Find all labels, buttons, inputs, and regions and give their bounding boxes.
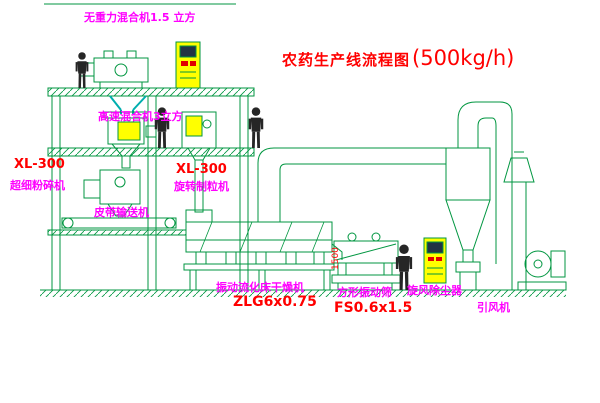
label-sieve-name: 方形振动筛	[337, 286, 392, 299]
gravity-mixer	[79, 50, 149, 88]
induced-draft-fan	[517, 250, 567, 291]
control-cabinet-right	[423, 237, 447, 284]
label-fan-name: 引风机	[477, 301, 510, 314]
vibrating-sieve	[331, 232, 401, 290]
label-dryer-name: 振动流化床干燥机	[216, 281, 304, 294]
label-high-speed-mixer: 高速混合机3立方	[98, 110, 183, 123]
exhaust-duct	[457, 101, 513, 264]
label-mill-name: 超细粉碎机	[10, 179, 65, 192]
label-mill-model: XL-300	[14, 157, 65, 172]
title-text: 农药生产线流程图	[282, 51, 411, 69]
worker-figure-top	[75, 52, 89, 88]
label-dryer-model: ZLG6x0.75	[233, 294, 317, 310]
label-granulator-name: 旋转制粒机	[174, 180, 229, 193]
label-granulator-model: XL-300	[176, 162, 227, 177]
dimension-1500: 1500	[331, 247, 341, 270]
ultrafine-mill	[83, 169, 141, 217]
main-duct	[257, 147, 446, 222]
label-gravity-mixer: 无重力混合机1.5 立方	[84, 11, 196, 24]
label-cyclone-name: 旋风除尘器	[407, 284, 462, 297]
granulator	[181, 111, 217, 213]
diagram-title: 农药生产线流程图 (500kg/h)	[282, 46, 514, 70]
worker-figure-mid-right	[248, 107, 264, 149]
cyclone-separator	[445, 147, 491, 290]
fluid-bed-dryer	[183, 209, 343, 291]
ground-line	[40, 289, 566, 297]
label-sieve-model: FS0.6x1.5	[334, 300, 413, 316]
title-capacity: (500kg/h)	[412, 46, 515, 70]
high-speed-mixer	[103, 111, 157, 169]
belt-conveyor	[61, 217, 177, 229]
control-cabinet-upper	[175, 41, 201, 89]
y-chute	[109, 95, 147, 114]
label-belt-conveyor: 皮带输送机	[94, 206, 149, 219]
exhaust-stack	[503, 151, 535, 291]
